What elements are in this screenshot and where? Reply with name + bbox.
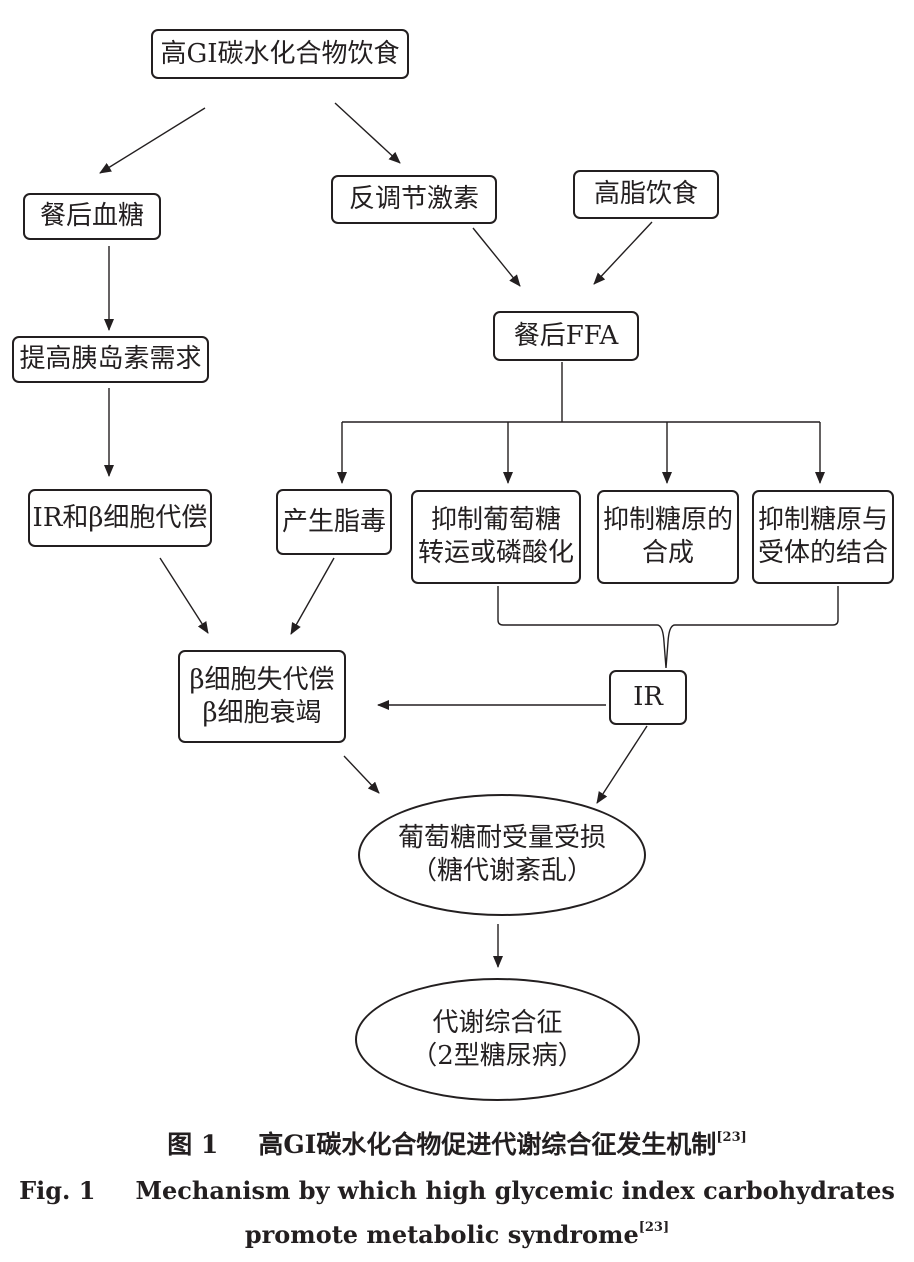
brace-to-ir (497, 586, 839, 669)
caption-chinese: 图 1 高GI碳水化合物促进代谢综合征发生机制[23] (0, 1125, 914, 1161)
postprandial-ffa-box: 餐后FFA (493, 311, 639, 361)
metabolic-syndrome-ellipse: 代谢综合征 （2型糖尿病） (355, 978, 640, 1101)
lipotoxicity-box: 产生脂毒 (276, 489, 392, 555)
ir-beta-compensation-label: IR和β细胞代偿 (32, 502, 208, 533)
inhibit-glycogen-synthesis-line2: 合成 (641, 538, 694, 568)
arrow-lipotoxicity-to-beta (290, 557, 335, 635)
postprandial-ffa-label: 餐后FFA (513, 320, 619, 351)
arrow-diet-to-glucose (99, 107, 206, 174)
arrow-fat-to-ffa (593, 221, 653, 285)
metabolic-syndrome-line2: （2型糖尿病） (411, 1040, 584, 1071)
inhibit-glycogen-synthesis-box: 抑制糖原的 合成 (597, 490, 739, 584)
inhibit-glycogen-binding-line2: 受体的结合 (757, 538, 888, 568)
high-gi-diet-label: 高GI碳水化合物饮食 (160, 38, 400, 69)
caption-en-ref: [23] (638, 1220, 670, 1235)
ir-beta-compensation-box: IR和β细胞代偿 (28, 489, 212, 547)
caption-cn-ref: [23] (716, 1130, 747, 1145)
ir-box: IR (609, 670, 687, 725)
arrow-hormones-to-ffa (472, 227, 521, 287)
lipotoxicity-label: 产生脂毒 (281, 506, 386, 537)
counter-hormones-label: 反调节激素 (348, 184, 479, 214)
inhibit-glycogen-synthesis-line1: 抑制糖原的 (602, 505, 733, 535)
ir-label: IR (633, 682, 663, 712)
high-fat-diet-label: 高脂饮食 (593, 179, 698, 209)
inhibit-glucose-transport-line1: 抑制葡萄糖 (430, 505, 561, 535)
beta-failure-box: β细胞失代偿 β细胞衰竭 (178, 650, 346, 743)
insulin-demand-box: 提高胰岛素需求 (12, 336, 209, 383)
caption-en-title-line1: Mechanism by which high glycemic index c… (135, 1176, 895, 1205)
postprandial-glucose-label: 餐后血糖 (39, 201, 144, 231)
caption-en-label: Fig. 1 (19, 1176, 96, 1205)
impaired-glucose-tolerance-line1: 葡萄糖耐受量受损 (397, 823, 606, 853)
inhibit-glycogen-binding-box: 抑制糖原与 受体的结合 (752, 490, 894, 584)
inhibit-glucose-transport-line2: 转运或磷酸化 (417, 538, 574, 568)
caption-en-title-line2: promote metabolic syndrome (244, 1220, 639, 1249)
inhibit-glucose-transport-box: 抑制葡萄糖 转运或磷酸化 (411, 490, 581, 584)
high-gi-diet-box: 高GI碳水化合物饮食 (151, 29, 409, 79)
arrow-ir-to-beta (159, 557, 209, 634)
caption-cn-title: 高GI碳水化合物促进代谢综合征发生机制 (258, 1130, 717, 1159)
beta-failure-line1: β细胞失代偿 (189, 664, 335, 695)
insulin-demand-label: 提高胰岛素需求 (19, 344, 202, 374)
high-fat-diet-box: 高脂饮食 (573, 170, 719, 219)
impaired-glucose-tolerance-ellipse: 葡萄糖耐受量受损 （糖代谢紊乱） (358, 794, 646, 916)
counter-hormones-box: 反调节激素 (331, 175, 497, 224)
caption-english-line1: Fig. 1 Mechanism by which high glycemic i… (0, 1176, 914, 1205)
impaired-glucose-tolerance-line2: （糖代谢紊乱） (410, 856, 593, 886)
arrow-beta-to-tolerance (343, 755, 380, 794)
postprandial-glucose-box: 餐后血糖 (23, 193, 161, 240)
inhibit-glycogen-binding-line1: 抑制糖原与 (757, 505, 888, 535)
beta-failure-line2: β细胞衰竭 (202, 697, 322, 728)
arrow-irbox-to-tolerance (596, 725, 648, 804)
arrow-diet-to-hormones (334, 102, 401, 164)
metabolic-syndrome-line1: 代谢综合征 (432, 1007, 563, 1038)
caption-english-line2: promote metabolic syndrome[23] (0, 1220, 914, 1249)
caption-cn-label: 图 1 (167, 1130, 219, 1159)
